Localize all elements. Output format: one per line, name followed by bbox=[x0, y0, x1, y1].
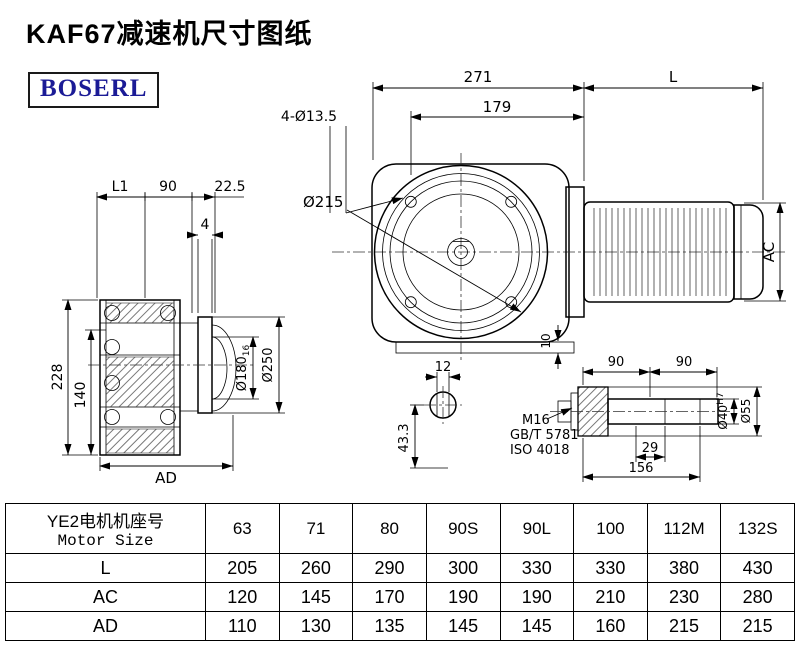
dim-value-cell: 145 bbox=[425, 611, 501, 641]
motor-size-header-cn: YE2电机机座号 bbox=[46, 512, 165, 531]
bolt-circle bbox=[389, 180, 533, 324]
dim-value-cell: 170 bbox=[352, 582, 427, 612]
page-title: KAF67减速机尺寸图纸 bbox=[26, 19, 313, 49]
label-m16: M16 bbox=[522, 413, 550, 428]
dim-value-cell: 300 bbox=[425, 553, 501, 583]
size-header: 90L bbox=[499, 503, 575, 554]
side-view-dimensions: L1 90 22.5 4 228 140 AD bbox=[50, 179, 285, 487]
table-header-row: YE2电机机座号 Motor Size 63 71 80 90S 90L 100… bbox=[5, 503, 795, 554]
technical-drawing: 271 L 179 4-Ø13.5 Ø215 AC 10 bbox=[50, 68, 788, 487]
size-header: 112M bbox=[646, 503, 722, 554]
label-d250: Ø250 bbox=[261, 347, 276, 382]
label-iso-4018: ISO 4018 bbox=[510, 443, 570, 458]
label-gbt-5781: GB/T 5781 bbox=[510, 428, 579, 443]
dim-29: 29 bbox=[642, 441, 659, 456]
dim-179: 179 bbox=[483, 98, 512, 116]
dim-L: L bbox=[669, 68, 678, 86]
label-bolt-circle: Ø215 bbox=[303, 193, 343, 211]
dim-22-5: 22.5 bbox=[214, 179, 245, 195]
front-view-dimensions: 271 L 179 4-Ø13.5 Ø215 AC 10 bbox=[281, 68, 786, 369]
svg-text:Ø40H7: Ø40H7 bbox=[716, 392, 730, 429]
dim-value-cell: 120 bbox=[205, 582, 280, 612]
label-d40-tolerance: H7 bbox=[716, 392, 726, 405]
dim-L1: L1 bbox=[112, 179, 129, 195]
dim-156: 156 bbox=[629, 461, 654, 476]
brand-logo-text: BOSERL bbox=[40, 75, 148, 102]
housing-foot bbox=[395, 341, 575, 354]
label-d180: Ø180 bbox=[235, 356, 250, 391]
dim-90: 90 bbox=[159, 179, 177, 195]
row-label: AC bbox=[5, 582, 206, 612]
side-housing bbox=[99, 299, 181, 456]
row-label: AD bbox=[5, 611, 206, 641]
dim-value-cell: 380 bbox=[646, 553, 722, 583]
dim-value-cell: 130 bbox=[278, 611, 354, 641]
bolt-hole bbox=[404, 195, 417, 208]
dim-228: 228 bbox=[50, 364, 66, 391]
side-view bbox=[88, 299, 256, 456]
motor-size-table: YE2电机机座号 Motor Size 63 71 80 90S 90L 100… bbox=[5, 503, 795, 641]
label-bolt-holes: 4-Ø13.5 bbox=[281, 109, 337, 125]
dim-value-cell: 330 bbox=[573, 553, 648, 583]
table-row: L 205 260 290 300 330 330 380 430 bbox=[5, 553, 795, 583]
dim-value-cell: 135 bbox=[352, 611, 427, 641]
dim-value-cell: 215 bbox=[646, 611, 722, 641]
dim-value-cell: 110 bbox=[205, 611, 280, 641]
shaft-detail-view: 90 90 M16 GB/T 5781 ISO 4018 29 156 Ø40H… bbox=[510, 355, 762, 482]
dim-value-cell: 210 bbox=[573, 582, 648, 612]
dim-AC: AC bbox=[760, 242, 778, 262]
dim-value-cell: 160 bbox=[573, 611, 648, 641]
motor-cooling-fins bbox=[593, 208, 727, 296]
dim-value-cell: 190 bbox=[499, 582, 575, 612]
size-header: 80 bbox=[352, 503, 427, 554]
shaft-end-view: 12 43.3 bbox=[397, 360, 462, 469]
dim-AD: AD bbox=[155, 469, 177, 487]
size-header: 63 bbox=[205, 503, 280, 554]
dim-90-left: 90 bbox=[608, 355, 625, 370]
table-row: AC 120 145 170 190 190 210 230 280 bbox=[5, 582, 795, 612]
fan-cowl bbox=[733, 204, 764, 300]
motor-size-header-en: Motor Size bbox=[57, 532, 154, 550]
bolt-hole bbox=[404, 296, 417, 309]
dim-value-cell: 215 bbox=[720, 611, 795, 641]
dim-value-cell: 290 bbox=[352, 553, 427, 583]
label-d40: Ø40 bbox=[716, 405, 730, 430]
dim-value-cell: 260 bbox=[278, 553, 354, 583]
svg-text:Ø18016: Ø18016 bbox=[235, 344, 252, 391]
dim-value-cell: 230 bbox=[646, 582, 722, 612]
dim-90-right: 90 bbox=[676, 355, 693, 370]
bolt-hole bbox=[505, 195, 518, 208]
flange-outer-circle bbox=[373, 164, 549, 340]
dim-value-cell: 430 bbox=[720, 553, 795, 583]
dim-4: 4 bbox=[201, 217, 210, 233]
size-header: 100 bbox=[573, 503, 648, 554]
motor-size-header: YE2电机机座号 Motor Size bbox=[5, 503, 206, 554]
front-view bbox=[332, 153, 788, 363]
row-label: L bbox=[5, 553, 206, 583]
brand-logo: BOSERL bbox=[28, 72, 160, 108]
size-header: 90S bbox=[425, 503, 501, 554]
output-bore bbox=[447, 238, 475, 266]
dim-140: 140 bbox=[73, 382, 89, 409]
dim-43-3: 43.3 bbox=[397, 424, 412, 453]
dim-271: 271 bbox=[464, 68, 493, 86]
dim-10: 10 bbox=[539, 333, 553, 348]
dim-value-cell: 280 bbox=[720, 582, 795, 612]
dim-12: 12 bbox=[435, 360, 452, 375]
dim-value-cell: 205 bbox=[205, 553, 280, 583]
size-header: 71 bbox=[278, 503, 354, 554]
dim-value-cell: 330 bbox=[499, 553, 575, 583]
table-row: AD 110 130 135 145 145 160 215 215 bbox=[5, 611, 795, 641]
label-d55: Ø55 bbox=[739, 399, 753, 424]
dim-value-cell: 145 bbox=[278, 582, 354, 612]
size-header: 132S bbox=[720, 503, 795, 554]
dim-value-cell: 190 bbox=[425, 582, 501, 612]
label-d180-tolerance: 16 bbox=[242, 344, 252, 356]
dim-value-cell: 145 bbox=[499, 611, 575, 641]
